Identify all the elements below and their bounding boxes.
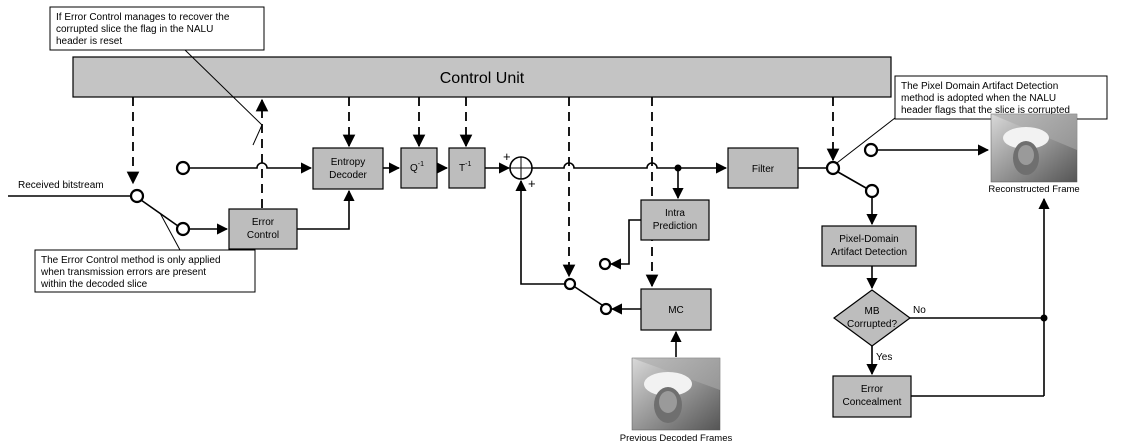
artifact-detection-label: Pixel-Domain <box>839 234 898 245</box>
filter-label: Filter <box>752 164 775 175</box>
note-line: method is adopted when the NALU <box>901 93 1056 104</box>
decision-no-label: No <box>913 305 926 316</box>
adder-sign-bottom: + <box>528 176 536 191</box>
error-control-to-entropy <box>297 191 349 229</box>
previous-frame-image <box>632 358 720 430</box>
intra-prediction-label: Intra <box>665 208 685 219</box>
mb-corrupted-decision: MB Corrupted? <box>834 290 910 346</box>
merge-junction-dot <box>1041 315 1048 322</box>
output-switch <box>827 144 878 197</box>
prediction-switch <box>521 181 602 305</box>
error-control-block: Error Control <box>229 209 297 249</box>
error-control-label: Control <box>247 230 279 241</box>
mc-block: MC <box>641 289 711 330</box>
inverse-quantization-block: Q-1 <box>401 148 437 188</box>
error-control-label: Error <box>252 217 275 228</box>
input-switch <box>131 162 189 235</box>
artifact-detection-block: Pixel-Domain Artifact Detection <box>822 226 916 266</box>
note-line: If Error Control manages to recover the <box>56 12 230 23</box>
entropy-decoder-label: Decoder <box>329 170 367 181</box>
input-label: Received bitstream <box>18 180 104 191</box>
adder-to-filter <box>532 163 726 168</box>
intra-prediction-block: Intra Prediction <box>641 200 709 240</box>
reconstructed-frame-image <box>991 114 1077 182</box>
note-line: The Error Control method is only applied <box>41 255 221 266</box>
note-line: header is reset <box>56 36 122 47</box>
intra-prediction-label: Prediction <box>653 221 697 232</box>
entropy-decoder-block: Entropy Decoder <box>313 148 383 189</box>
error-concealment-block: Error Concealment <box>833 376 911 417</box>
note-line: The Pixel Domain Artifact Detection <box>901 81 1058 92</box>
control-unit: Control Unit <box>73 57 891 97</box>
error-concealment-label: Error <box>861 384 884 395</box>
adder-sign-top: + <box>503 149 511 164</box>
previous-frames-label: Previous Decoded Frames <box>620 433 733 444</box>
mc-switch-node <box>601 304 611 314</box>
artifact-detection-label: Artifact Detection <box>831 247 907 258</box>
t-inverse-sup: -1 <box>465 161 471 168</box>
control-unit-label: Control Unit <box>440 70 525 87</box>
inverse-transform-block: T-1 <box>449 148 485 188</box>
intra-switch-node <box>600 259 610 269</box>
entropy-decoder-label: Entropy <box>331 157 365 168</box>
intra-to-switch <box>611 220 641 264</box>
decision-label: Corrupted? <box>847 319 897 330</box>
note-line: within the decoded slice <box>40 279 148 290</box>
adder: + + <box>503 149 536 191</box>
mc-label: MC <box>668 305 684 316</box>
q-inverse-sup: -1 <box>418 161 424 168</box>
filter-block: Filter <box>728 148 798 188</box>
note-line: when transmission errors are present <box>40 267 206 278</box>
reconstructed-frame-label: Reconstructed Frame <box>988 184 1079 195</box>
error-concealment-label: Concealment <box>843 397 902 408</box>
decision-yes-label: Yes <box>876 352 892 363</box>
bitstream-to-entropy <box>189 163 311 168</box>
note-error-control-condition: The Error Control method is only applied… <box>35 213 255 292</box>
note-line: corrupted slice the flag in the NALU <box>56 24 213 35</box>
decision-label: MB <box>865 306 880 317</box>
